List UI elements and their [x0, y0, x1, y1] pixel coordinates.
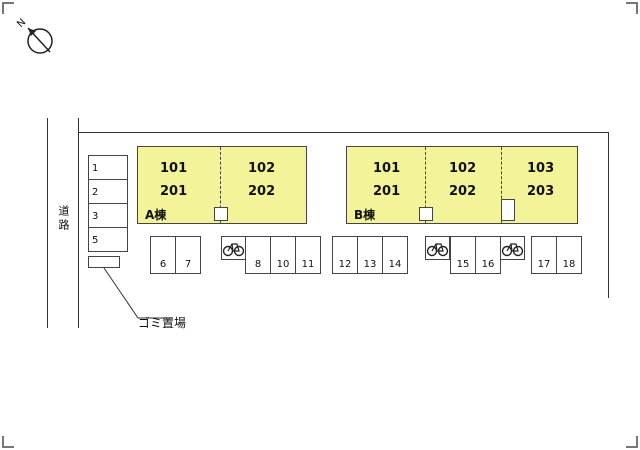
- parking-stall: 14: [382, 236, 408, 274]
- parking-stall: 10: [270, 236, 296, 274]
- bicycle-icon: [222, 243, 245, 257]
- stall-number: 14: [388, 259, 402, 270]
- stair-box: [419, 207, 433, 221]
- slot-number: 2: [92, 187, 99, 198]
- compass: N: [14, 16, 58, 60]
- building-a: 101 102 201 202 A棟: [137, 146, 307, 224]
- parking-stall: 11: [295, 236, 321, 274]
- unit-divider: [220, 147, 221, 223]
- corner-mark: [626, 436, 638, 448]
- corner-mark: [2, 2, 14, 14]
- parking-stall: 8: [245, 236, 271, 274]
- building-name: B棟: [354, 208, 376, 222]
- trash-label: ゴミ置場: [138, 316, 187, 330]
- stall-number: 10: [276, 259, 290, 270]
- parking-stall: 12: [332, 236, 358, 274]
- parking-slot: 1: [88, 155, 128, 180]
- room-number: 202: [449, 184, 477, 199]
- parking-stall: 18: [556, 236, 582, 274]
- parking-stall: 6: [150, 236, 176, 274]
- stall-number: 17: [537, 259, 551, 270]
- bicycle-parking: [425, 236, 450, 260]
- slot-number: 1: [92, 163, 99, 174]
- corner-mark: [2, 436, 14, 448]
- room-number: 103: [527, 161, 555, 176]
- parking-stall: 7: [175, 236, 201, 274]
- room-number: 201: [160, 184, 188, 199]
- parking-stall: 16: [475, 236, 501, 274]
- stall-number: 16: [481, 259, 495, 270]
- plot-boundary: [78, 132, 609, 298]
- bicycle-icon: [501, 243, 524, 257]
- room-number: 101: [160, 161, 188, 176]
- parking-slot: 3: [88, 203, 128, 228]
- stall-number: 8: [254, 259, 262, 270]
- parking-stall: 15: [450, 236, 476, 274]
- room-number: 102: [248, 161, 276, 176]
- bicycle-icon: [426, 243, 449, 257]
- stall-number: 15: [456, 259, 470, 270]
- room-number: 202: [248, 184, 276, 199]
- stall-number: 7: [184, 259, 192, 270]
- bicycle-parking: [500, 236, 525, 260]
- building-b: 101 102 103 201 202 203 B棟: [346, 146, 578, 224]
- slot-number: 3: [92, 211, 99, 222]
- unit-divider: [425, 147, 426, 223]
- room-number: 102: [449, 161, 477, 176]
- parking-stall: 13: [357, 236, 383, 274]
- parking-slot: 5: [88, 227, 128, 252]
- room-number: 101: [373, 161, 401, 176]
- stair-box: [501, 199, 515, 221]
- trash-area: [88, 256, 120, 268]
- parking-slot: 2: [88, 179, 128, 204]
- stall-number: 13: [363, 259, 377, 270]
- trash-leader-line: [103, 267, 172, 319]
- north-arrow-icon: [27, 27, 53, 54]
- unit-divider: [501, 147, 502, 223]
- slot-number: 5: [92, 235, 99, 246]
- road-label: 道路: [57, 205, 70, 233]
- road-edge: [47, 118, 48, 328]
- room-number: 203: [527, 184, 555, 199]
- stall-number: 11: [301, 259, 315, 270]
- building-name: A棟: [145, 208, 167, 222]
- parking-stall: 17: [531, 236, 557, 274]
- room-number: 201: [373, 184, 401, 199]
- plot-left: [78, 118, 79, 328]
- stall-number: 6: [159, 259, 167, 270]
- stair-box: [214, 207, 228, 221]
- stall-number: 12: [338, 259, 352, 270]
- bicycle-parking: [221, 236, 246, 260]
- stall-number: 18: [562, 259, 576, 270]
- corner-mark: [626, 2, 638, 14]
